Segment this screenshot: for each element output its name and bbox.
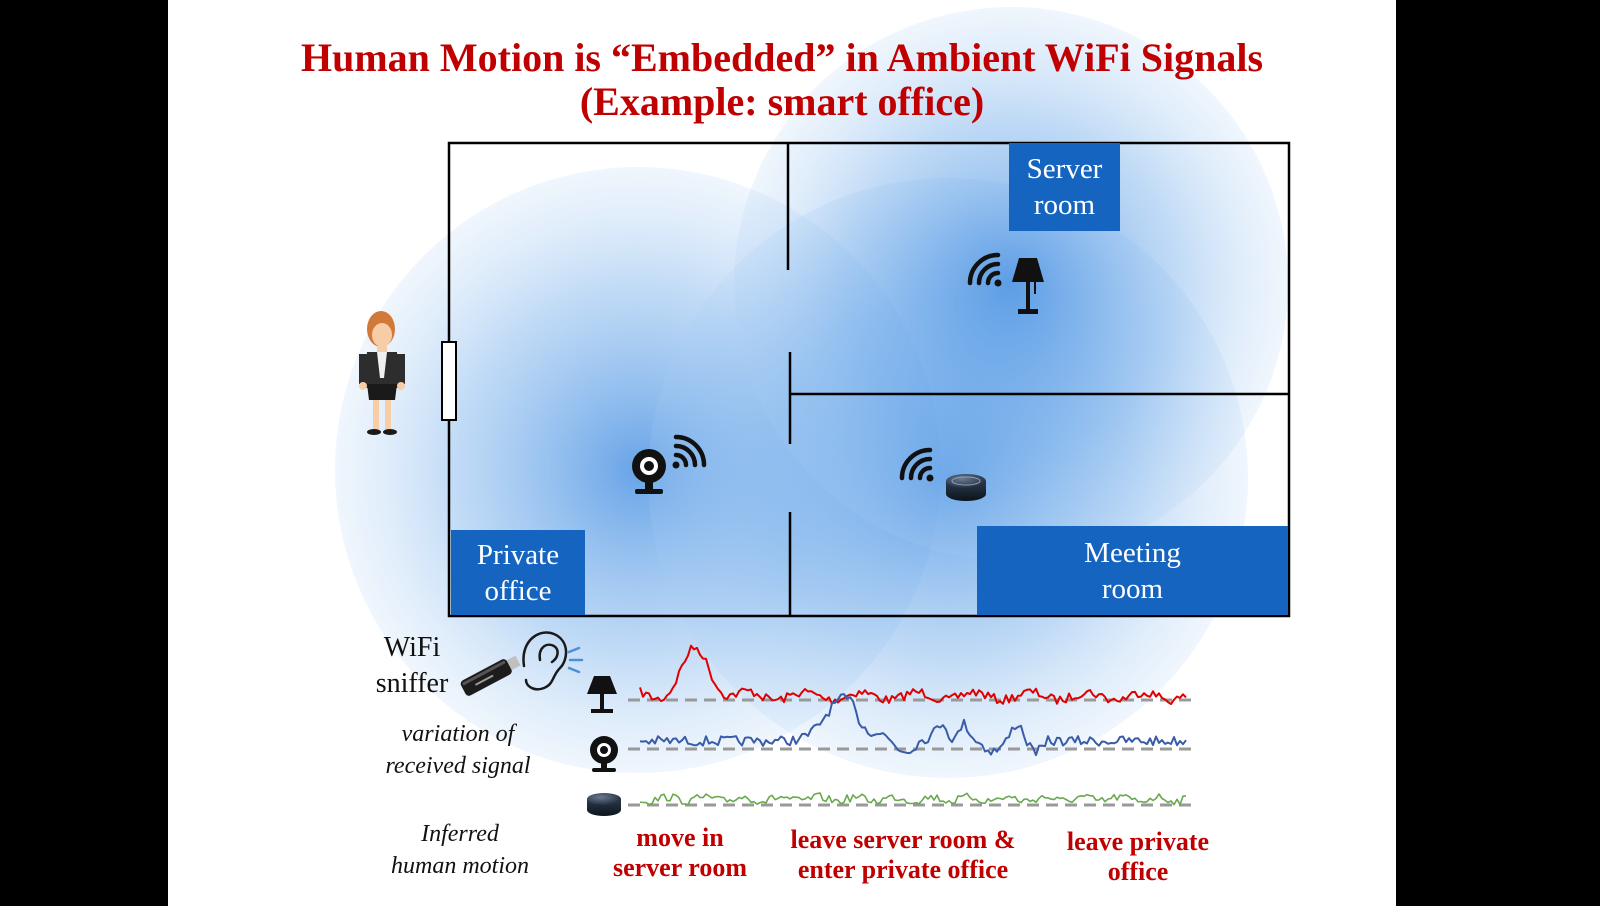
slide: Human Motion is “Embedded” in Ambient Wi… xyxy=(168,0,1396,906)
wifi-signal-icon xyxy=(672,434,707,469)
smart-speaker-icon xyxy=(946,474,986,501)
slide-title: Human Motion is “Embedded” in Ambient Wi… xyxy=(300,35,1264,80)
smart-speaker-icon xyxy=(587,793,621,816)
lamp-icon xyxy=(587,676,617,713)
signal-waves-icon xyxy=(567,646,584,674)
speaker-signal-trace xyxy=(639,792,1187,806)
variation-label: variation of received signal xyxy=(385,721,531,779)
camera-signal-trace xyxy=(639,693,1187,757)
lamp-signal-trace xyxy=(639,644,1187,705)
event-leave-private-office: leave private office xyxy=(1066,827,1210,886)
wifi-sniffer-label: WiFi sniffer xyxy=(375,632,449,699)
usb-sniffer-icon xyxy=(460,655,521,696)
door-icon xyxy=(441,341,457,421)
meeting-room-label: Meeting room xyxy=(977,526,1288,615)
office-diagram xyxy=(335,7,1291,816)
signal-traces xyxy=(628,644,1198,807)
server-room-label: Server room xyxy=(1009,143,1120,231)
event-enter-private-office: leave server room & enter private office xyxy=(790,825,1016,884)
person-icon xyxy=(359,311,405,435)
wifi-signal-icon xyxy=(967,252,1002,287)
camera-icon xyxy=(632,449,666,494)
lamp-icon xyxy=(1012,258,1044,314)
slide-subtitle: (Example: smart office) xyxy=(579,79,985,124)
inferred-motion-label: Inferred human motion xyxy=(391,821,529,879)
lamp-coverage xyxy=(734,7,1288,561)
ear-icon xyxy=(522,631,568,691)
event-move-in-server-room: move in server room xyxy=(612,823,748,882)
private-office-label: Private office xyxy=(451,530,585,615)
camera-icon xyxy=(590,736,618,772)
wifi-signal-icon xyxy=(899,447,934,482)
